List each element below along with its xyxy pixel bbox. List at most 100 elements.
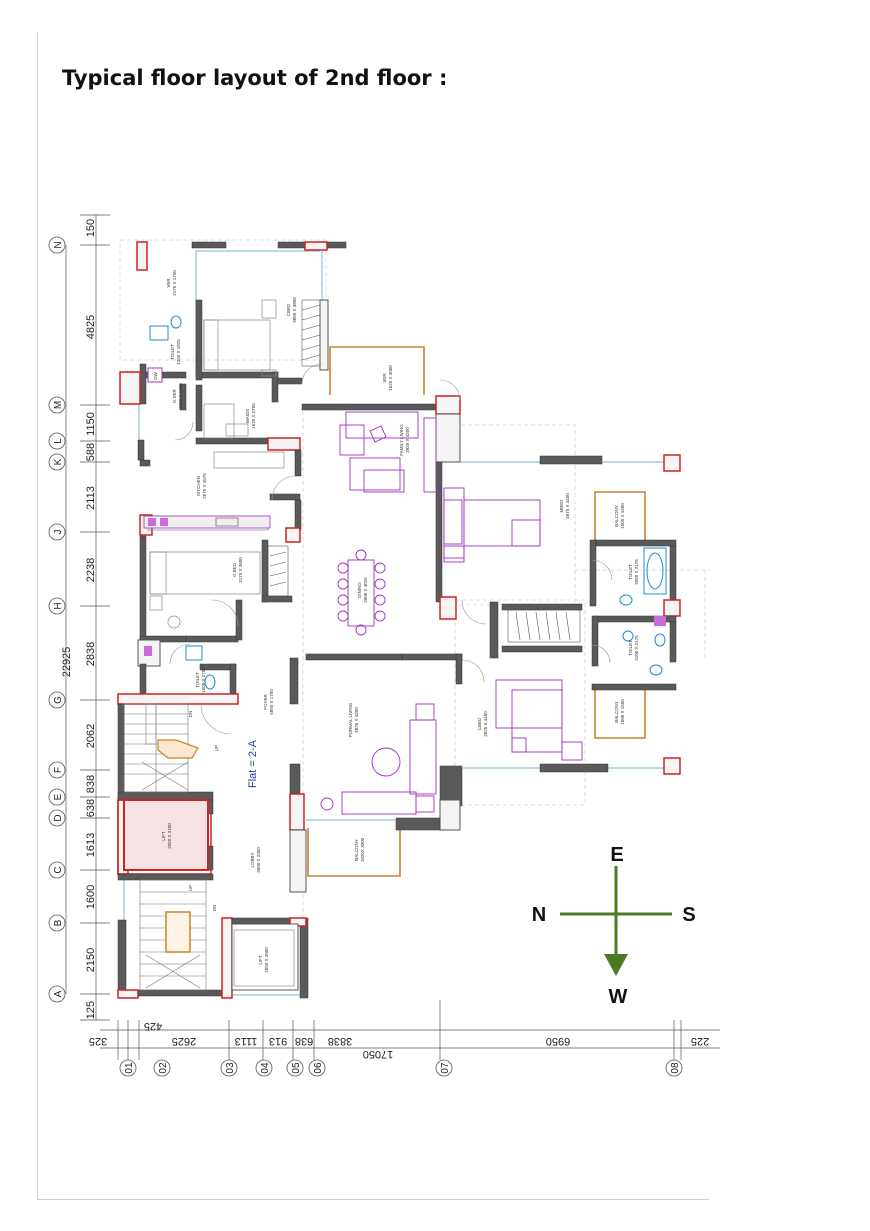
room-balcony-2-size: 1500 X 1500 [620, 699, 625, 725]
room-toilet-g-size: 1500 X 2750 [201, 667, 206, 693]
room-cbed-top-size: 3850 X 3800 [292, 297, 297, 323]
room-toilet-m1-size: 2050 X 2175 [634, 559, 639, 585]
col-label-05: 05 [291, 1062, 302, 1074]
col-label-08: 08 [670, 1062, 681, 1074]
room-gbed-size: 3175 X 3600 [238, 557, 243, 583]
room-labels: VER 2175 X 1750 CBED 3850 X 3800 TOILET … [153, 270, 639, 973]
col-dim-3838: 3838 [328, 1035, 352, 1047]
room-toilet-top-name: TOILET [170, 344, 175, 360]
row-dimensions: 150 4825 1150 588 2113 2238 2838 2062 83… [61, 219, 97, 1019]
stair-up-label-1: UP [214, 745, 219, 751]
room-formal-living-name: FORMAL LIVING [348, 702, 353, 737]
room-toilet-top-size: 1350 X 1825 [176, 339, 181, 365]
room-balcony-3-size: 1825X 3000 [360, 837, 365, 862]
room-kitchen-size: 2575 X 4575 [202, 473, 207, 499]
overall-height: 22925 [61, 647, 73, 678]
col-label-03: 03 [225, 1062, 236, 1074]
room-lift-1-name: LIFT [161, 831, 166, 841]
room-ver-top-size: 2175 X 1750 [172, 270, 177, 296]
row-label-d: D [53, 814, 64, 821]
room-toilet-g-name: TOILET [195, 672, 200, 688]
dim-2150: 2150 [85, 948, 97, 972]
dim-838: 838 [85, 775, 97, 793]
page-frame-left [37, 32, 38, 1200]
room-ver-top-name: VER [166, 278, 171, 288]
dim-1150: 1150 [85, 412, 97, 436]
wardrobes [267, 299, 581, 643]
room-mbed-name: MBED [559, 499, 564, 513]
room-kver-name: K.VER [172, 389, 177, 403]
room-balcony-1-size: 1500 X 1500 [620, 503, 625, 529]
compass-south: S [682, 904, 695, 926]
dim-2062: 2062 [85, 724, 97, 748]
stair-up-label-2: UP [188, 885, 193, 891]
compass-east: E [610, 844, 623, 866]
room-formal-living-size: 4825 X 4200 [354, 707, 359, 733]
col-dim-638: 638 [295, 1035, 313, 1047]
row-label-f: F [53, 767, 64, 773]
col-dim-425: 425 [144, 1020, 162, 1032]
room-foyer-name: FOYER [263, 694, 268, 710]
room-balcony-3-name: BALCONY [354, 839, 359, 861]
page-title: Typical floor layout of 2nd floor : [62, 66, 448, 90]
compass-west: W [609, 986, 628, 1008]
row-label-h: H [53, 602, 64, 609]
room-foyer-size: 5850 X 1700 [269, 689, 274, 715]
kitchen-counter [143, 515, 666, 656]
col-label-07: 07 [440, 1062, 451, 1074]
grid-col-labels: 01 02 03 04 05 06 07 08 [119, 1059, 683, 1077]
room-mbed-size: 4675 X 4450 [565, 493, 570, 519]
dim-1600: 1600 [85, 885, 97, 909]
row-label-l: L [53, 438, 64, 444]
room-lift-2-size: 1850 X 2000 [264, 947, 269, 973]
stair-dn-label-1: DN [188, 711, 193, 718]
room-dining-name: DINING [357, 582, 362, 598]
walls [117, 241, 681, 999]
col-label-04: 04 [260, 1062, 271, 1074]
row-label-j: J [53, 530, 64, 535]
room-balcony-1-name: BALCONY [614, 505, 619, 527]
stair-dn-label-2: DN [212, 905, 217, 912]
room-cbed-low-name: CBED [477, 717, 482, 730]
room-kitchen-name: KITCHEN [196, 476, 201, 496]
furniture-grey [145, 299, 295, 987]
furniture [320, 411, 583, 815]
col-dim-325: 325 [89, 1035, 107, 1047]
staircase-bottom [139, 879, 207, 991]
flat-label: Flat = 2-A [247, 739, 259, 788]
lift-shafts [123, 799, 299, 991]
page-frame-bottom [37, 1199, 709, 1200]
room-kver-size: 2200 X 1750 [178, 383, 183, 409]
bottom-dimension-axis [100, 1000, 720, 1060]
dim-150: 150 [85, 219, 97, 237]
overall-width: 17050 [363, 1048, 394, 1060]
row-label-m: M [53, 401, 64, 409]
staircase-top [123, 703, 199, 793]
room-lift-2-name: LIFT [258, 955, 263, 965]
room-ver-mid-size: 1625 X 3000 [388, 365, 393, 391]
col-dim-2625: 2625 [172, 1035, 196, 1047]
room-ver-mid-name: VER [382, 373, 387, 383]
room-cbed-low-size: 3925 X 4450 [483, 711, 488, 737]
dim-588: 588 [85, 443, 97, 461]
sanitary-fixtures [149, 315, 667, 690]
dim-2238: 2238 [85, 558, 97, 582]
dishwasher [147, 367, 163, 383]
col-label-01: 01 [124, 1062, 135, 1074]
room-gbed-name: G.BED [232, 562, 237, 577]
room-toilet-m1-name: TOILET [628, 564, 633, 580]
left-dimension-axis [65, 214, 110, 1021]
balcony-rails [307, 346, 646, 877]
row-label-c: C [53, 866, 64, 873]
dishwasher-label: DW [153, 372, 158, 380]
compass-arrow-icon [604, 954, 628, 976]
row-label-e: E [53, 793, 64, 800]
door-swings [169, 363, 613, 735]
col-label-06: 06 [313, 1062, 324, 1074]
column-dimensions: 325 425 2625 1113 913 638 3838 6950 225 … [89, 1020, 709, 1060]
dim-4825: 4825 [85, 315, 97, 339]
room-lobby-size: 3600 X 2350 [256, 847, 261, 873]
room-balcony-2-name: BALCONY [614, 701, 619, 723]
dim-2113: 2113 [85, 486, 97, 510]
